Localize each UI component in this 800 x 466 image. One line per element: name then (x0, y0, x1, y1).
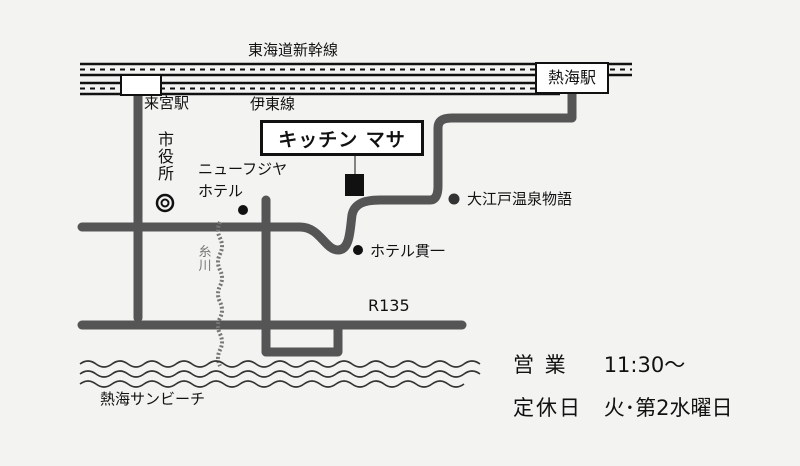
ito-line-label: 伊東線 (250, 95, 296, 113)
closed-label: 定休日 (513, 396, 582, 420)
hours-value: 11:30～ (603, 353, 686, 377)
business-hours: 営 業 11:30～ (513, 355, 685, 376)
city-hall-icon (155, 193, 175, 213)
hotel-kaiichi-label: ホテル貫一 (370, 242, 446, 260)
closed-days: 定休日 火･第2水曜日 (513, 398, 733, 419)
city-hall-label: 市役所 (157, 130, 174, 183)
new-fujiya-hotel-marker (238, 205, 248, 215)
oedo-onsen-marker (448, 193, 460, 205)
roads (77, 87, 577, 357)
sea-waves (79, 360, 481, 388)
shinkansen-label: 東海道新幹線 (248, 41, 339, 59)
kinomiya-station-label: 来宮駅 (144, 94, 190, 112)
new-fujiya-label-2: ホテル (198, 182, 244, 200)
r135-label: R135 (368, 296, 410, 315)
sun-beach-label: 熱海サンビーチ (100, 390, 206, 408)
kinomiya-station-box (120, 74, 162, 96)
shop-location-marker (345, 174, 364, 196)
itokawa-river (216, 221, 224, 367)
oedo-onsen-label: 大江戸温泉物語 (467, 190, 573, 208)
road-bottom-branch (261, 320, 343, 357)
shop-name-box: キッチン マサ (260, 120, 424, 156)
itokawa-label: 糸川 (198, 245, 212, 274)
new-fujiya-label-1: ニューフジヤ (198, 160, 288, 178)
hours-label: 営 業 (513, 353, 568, 377)
road-main-curve (77, 87, 577, 255)
closed-value: 火･第2水曜日 (603, 396, 733, 420)
hotel-kaiichi-marker (353, 245, 363, 255)
atami-station: 熱海駅 (535, 62, 609, 94)
